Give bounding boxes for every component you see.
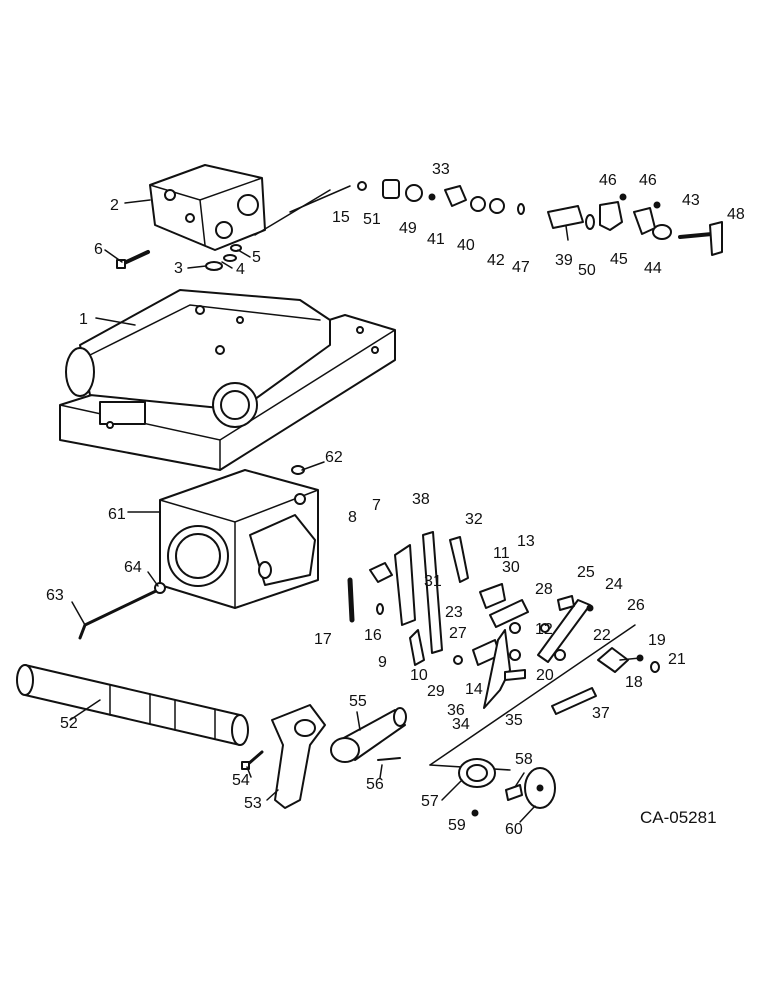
callout-label: 41 [427,231,445,248]
callout-label: 21 [668,651,686,668]
callout-label: 42 [487,252,505,269]
callout-label: 47 [512,259,530,276]
callout-label: 19 [648,632,666,649]
callout-label: 36 [447,702,465,719]
part-1-housing [59,289,396,471]
callout-label: 8 [348,509,357,526]
callout-label: 13 [517,533,535,550]
callout-label: 57 [421,793,439,810]
callout-label: 26 [627,597,645,614]
callout-label: 53 [244,795,262,812]
callout-label: 30 [502,559,520,576]
callout-label: 1 [79,311,88,328]
part-53-arm [271,704,326,809]
callout-label: 7 [372,497,381,514]
callout-label: 44 [644,260,662,277]
callout-label: 50 [578,262,596,279]
callout-label: 29 [427,683,445,700]
callout-label: 60 [505,821,523,838]
part-54-bolt [241,750,264,770]
callout-label: 35 [505,712,523,729]
callout-label: 9 [378,654,387,671]
callout-labels: 1 2 3 4 5 6 7 8 9 10 11 12 13 14 15 16 1… [46,161,745,838]
callout-label: 20 [536,667,554,684]
part-52-shaft [16,664,249,746]
callout-label: 32 [465,511,483,528]
callout-label: 16 [364,627,382,644]
part-63-rod [78,582,166,640]
part-6-bolt [116,250,150,269]
callout-label: 37 [592,705,610,722]
callout-label: 14 [465,681,483,698]
part-60-washer [524,767,556,809]
callout-label: 59 [448,817,466,834]
callout-label: 3 [174,260,183,277]
part-59-screw [471,809,479,817]
callout-label: 4 [236,261,245,278]
part-58-clip [505,784,523,801]
callout-label: 25 [577,564,595,581]
drawing-reference: CA-05281 [640,808,717,827]
callout-label: 31 [424,573,442,590]
leader-lines [69,199,536,823]
callout-label: 24 [605,576,623,593]
callout-label: 11 [493,545,510,562]
part-61-cylinder-housing [159,465,319,609]
callout-label: 62 [325,449,343,466]
part-2-valve-block [149,164,351,251]
callout-label: 51 [363,211,381,228]
callout-label: 12 [535,621,553,638]
top-small-parts [357,179,723,256]
part-56-pin [377,757,401,761]
callout-label: 55 [349,693,367,710]
callout-label: 46 [639,172,657,189]
callout-label: 39 [555,252,573,269]
callout-label: 17 [314,631,332,648]
callout-label: 40 [457,237,475,254]
callout-label: 10 [410,667,428,684]
callout-label: 34 [452,716,470,733]
callout-label: 64 [124,559,142,576]
callout-label: 46 [599,172,617,189]
callout-label: 58 [515,751,533,768]
callout-label: 61 [108,506,126,523]
callout-label: 49 [399,220,417,237]
callout-label: 48 [727,206,745,223]
callout-label: 45 [610,251,628,268]
callout-label: 2 [110,197,119,214]
callout-label: 52 [60,715,78,732]
callout-label: 23 [445,604,463,621]
callout-label: 54 [232,772,250,789]
callout-label: 33 [432,161,450,178]
part-57-bracket [458,758,496,788]
callout-label: 28 [535,581,553,598]
callout-label: 43 [682,192,700,209]
callout-label: 6 [94,241,103,258]
part-55-piston [330,707,407,763]
callout-label: 18 [625,674,643,691]
callout-label: 15 [332,209,350,226]
callout-label: 56 [366,776,384,793]
linkage-assembly [347,531,660,771]
callout-label: 27 [449,625,467,642]
callout-label: 38 [412,491,430,508]
callout-label: 5 [252,249,261,266]
callout-label: 63 [46,587,64,604]
callout-label: 22 [593,627,611,644]
